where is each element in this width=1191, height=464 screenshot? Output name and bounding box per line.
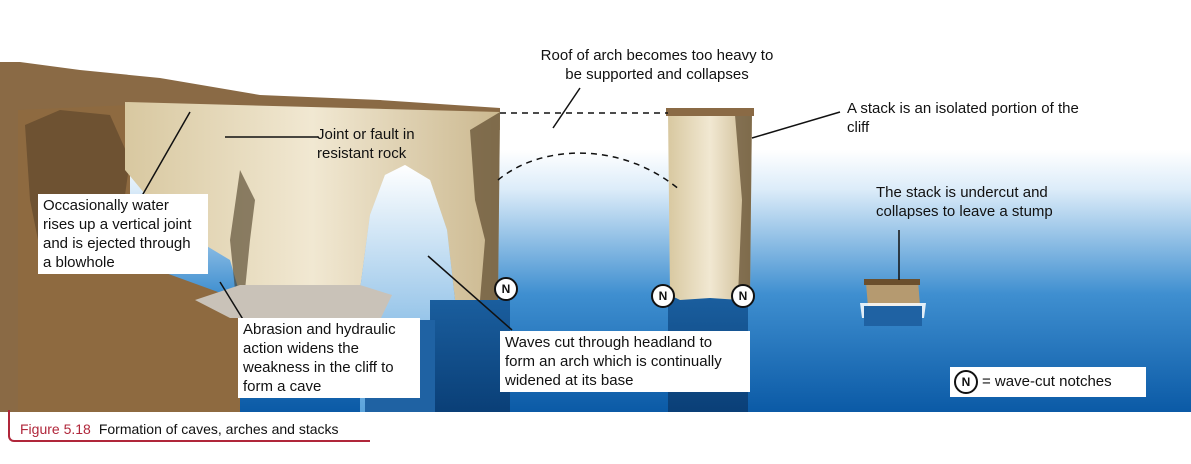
legend-text: = wave-cut notches bbox=[982, 373, 1112, 390]
legend-notch-symbol: N bbox=[954, 370, 978, 394]
stack bbox=[668, 110, 752, 300]
cave-shadow bbox=[230, 170, 255, 290]
leader-abrasion bbox=[219, 281, 245, 322]
legend: N = wave-cut notches bbox=[950, 367, 1146, 397]
stump bbox=[866, 281, 920, 307]
notch-marker-stack-right: N bbox=[731, 284, 755, 308]
label-abrasion: Abrasion and hydraulic action widens the… bbox=[238, 318, 420, 398]
leader-roof bbox=[552, 87, 581, 129]
stump-base bbox=[864, 306, 922, 326]
land-mass bbox=[0, 62, 500, 412]
headland bbox=[125, 102, 500, 300]
stack-shadow bbox=[735, 110, 752, 296]
label-blowhole: Occasionally water rises up a vertical j… bbox=[38, 194, 208, 274]
cave-platform bbox=[195, 285, 392, 320]
headland-shadow bbox=[470, 112, 500, 300]
collapsed-arch-dashed bbox=[497, 152, 681, 191]
notch-marker-stack-left: N bbox=[651, 284, 675, 308]
label-joint: Joint or fault in resistant rock bbox=[317, 126, 415, 162]
label-roof: Roof of arch becomes too heavy to be sup… bbox=[540, 47, 774, 83]
stump-cap bbox=[864, 279, 920, 285]
leader-waves bbox=[427, 255, 513, 331]
leader-stack bbox=[751, 111, 841, 139]
deep-water-arch bbox=[430, 300, 510, 412]
leader-blowhole bbox=[134, 111, 191, 209]
label-stack: A stack is an isolated portion of the cl… bbox=[847, 100, 1079, 136]
stack-cap bbox=[666, 108, 754, 116]
caption-rule bbox=[8, 410, 370, 442]
figure-caption: Figure 5.18 Formation of caves, arches an… bbox=[20, 421, 339, 437]
figure-number: Figure 5.18 bbox=[20, 421, 91, 437]
label-stump: The stack is undercut and collapses to l… bbox=[876, 184, 1053, 220]
figure-title: Formation of caves, arches and stacks bbox=[98, 421, 339, 437]
label-waves: Waves cut through headland to form an ar… bbox=[500, 331, 750, 392]
notch-marker-arch: N bbox=[494, 277, 518, 301]
